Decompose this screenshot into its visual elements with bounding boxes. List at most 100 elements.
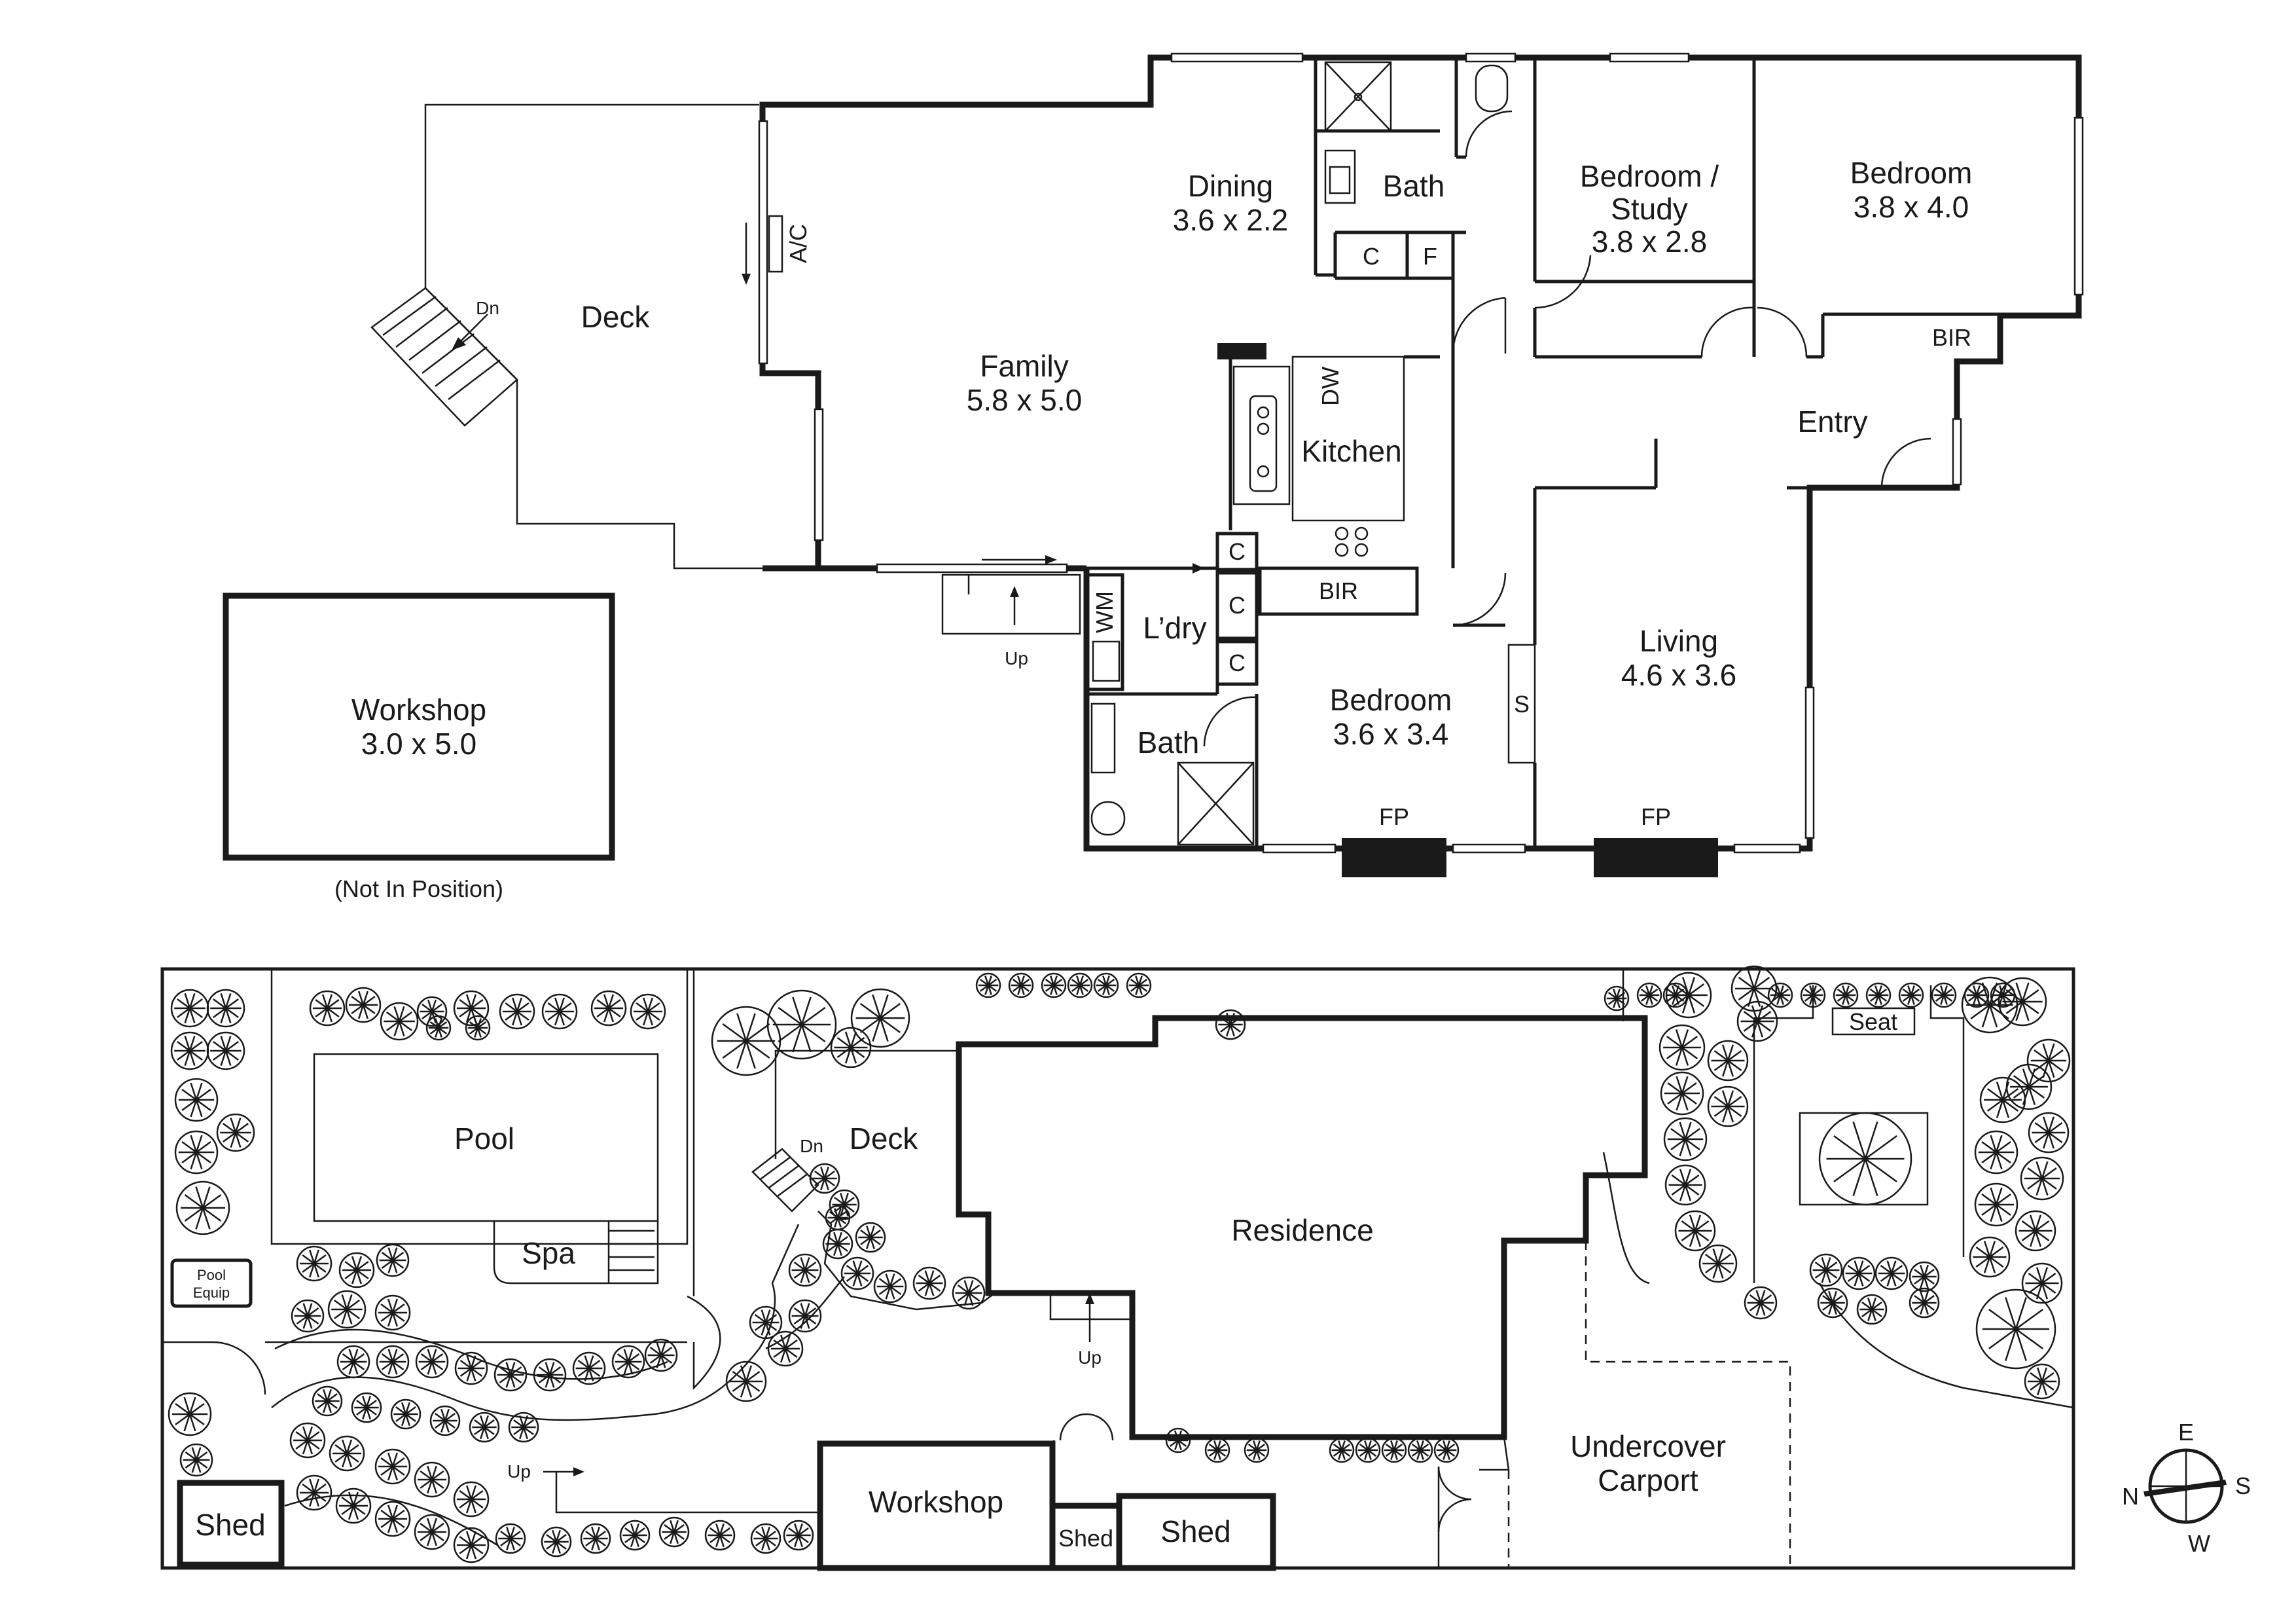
tree-symbol [1165, 1427, 1191, 1453]
spa-label: Spa [522, 1236, 575, 1270]
c-label-1: C [1363, 243, 1380, 270]
tree-symbol [374, 1501, 411, 1537]
tree-symbol [1874, 1256, 1909, 1290]
tree-symbol [414, 1461, 450, 1498]
tree-symbol [1909, 1287, 1940, 1319]
bedroom-lower-label: Bedroom [1330, 683, 1452, 717]
bir-label-lower: BIR [1319, 577, 1358, 604]
tree-symbol [327, 1290, 367, 1329]
tree-symbol [1407, 1437, 1433, 1463]
wm-label: WM [1091, 591, 1118, 633]
tree-symbol [1041, 972, 1067, 998]
compass-e: E [2178, 1419, 2194, 1446]
tree-symbol [1698, 1244, 1738, 1283]
tree-symbol [750, 1523, 781, 1554]
c-label-4: C [1229, 649, 1246, 676]
tree-symbol [174, 1130, 219, 1175]
tree-symbol [416, 996, 448, 1027]
tree-symbol [1660, 1071, 1704, 1116]
bedroom-main-label: Bedroom [1850, 156, 1973, 190]
tree-symbol [822, 1228, 853, 1260]
tree-symbol [1636, 982, 1662, 1008]
tree-symbol [374, 1294, 411, 1331]
tree-symbol [289, 1422, 326, 1459]
tree-symbol [206, 989, 245, 1028]
tree-symbol [783, 1520, 814, 1551]
tree-symbol [1008, 972, 1034, 998]
tree-symbol [541, 1526, 572, 1558]
tree-symbol [336, 1345, 370, 1379]
shed-left [177, 1480, 285, 1568]
tree-symbol [1818, 1112, 1912, 1206]
residence-label: Residence [1231, 1213, 1373, 1247]
tree-symbol [1663, 1117, 1708, 1161]
tree-symbol [611, 1345, 645, 1379]
living-label: Living [1640, 624, 1718, 658]
tree-symbol [1856, 1294, 1888, 1325]
tree-symbol [425, 1015, 452, 1041]
tree-symbol [499, 993, 535, 1030]
deck-outline [424, 103, 818, 570]
tree-symbol [335, 1487, 372, 1524]
tree-symbol [1329, 1437, 1355, 1463]
tree-symbol [309, 990, 346, 1027]
fp-label-1: FP [1379, 803, 1409, 830]
bedroom-study-size: 3.8 x 2.8 [1592, 225, 1707, 259]
f-label: F [1423, 243, 1437, 270]
tree-symbol [840, 1256, 874, 1290]
tree-symbol [1974, 1182, 2018, 1227]
pool-equip [170, 1258, 253, 1308]
tree-symbol [2021, 1262, 2063, 1304]
tree-symbol [1990, 982, 2016, 1008]
site-plan: Pool Spa Pool Equip Shed Workshop Shed S… [160, 965, 2075, 1571]
tree-symbol [1800, 982, 1826, 1008]
floor-labels: Dining 3.6 x 2.2 Bath Bedroom / Study 3.… [476, 156, 1972, 830]
tree-symbol [1898, 982, 1924, 1008]
tree-symbol [541, 993, 578, 1030]
tree-symbol [2020, 1156, 2064, 1201]
tree-symbol [329, 1435, 365, 1472]
tree-symbol [453, 1481, 490, 1518]
tree-symbol [1126, 972, 1152, 998]
tree-symbol [1664, 1164, 1706, 1206]
compass-s: S [2235, 1472, 2251, 1499]
compass-w: W [2188, 1530, 2210, 1557]
tree-symbol [658, 1516, 690, 1548]
tree-symbol [1969, 1236, 2011, 1278]
tree-symbol [469, 1412, 500, 1443]
pool-label: Pool [454, 1122, 514, 1156]
deck-label: Deck [581, 300, 651, 334]
fp-label-2: FP [1641, 803, 1671, 830]
tree-symbol [1974, 1130, 2018, 1175]
up-label: Up [1005, 648, 1028, 668]
tree-symbol [170, 989, 209, 1028]
tree-symbol [465, 1015, 491, 1041]
pool-equip-label-1: Pool [197, 1267, 226, 1283]
tree-symbol [206, 1031, 245, 1070]
tree-symbol [912, 1266, 946, 1300]
workshop-size: 3.0 x 5.0 [361, 727, 476, 761]
tree-symbol [216, 1113, 255, 1152]
pool [313, 1053, 659, 1222]
tree-symbol [788, 1253, 822, 1287]
tree-symbol [830, 1027, 872, 1068]
dw-label: DW [1317, 367, 1344, 406]
bath-lower-label: Bath [1138, 725, 1200, 759]
tree-symbol [749, 1305, 783, 1340]
tree-symbol [1433, 1437, 1460, 1463]
tree-symbol [376, 1243, 410, 1277]
tree-symbol [296, 1245, 332, 1282]
bedroom-lower-size: 3.6 x 3.4 [1333, 717, 1448, 751]
living-size: 4.6 x 3.6 [1621, 658, 1736, 692]
workshop-site-label: Workshop [869, 1485, 1003, 1519]
tree-symbol [590, 990, 627, 1027]
tree-symbol [415, 1345, 449, 1379]
tree-symbol [809, 1163, 840, 1194]
tree-symbol [1067, 972, 1093, 998]
tree-symbol [580, 1523, 611, 1554]
tree-symbol [429, 1405, 461, 1436]
tree-symbol [1744, 1286, 1778, 1320]
tree-symbol [767, 1330, 804, 1367]
bedroom-main-size: 3.8 x 4.0 [1854, 190, 1969, 224]
